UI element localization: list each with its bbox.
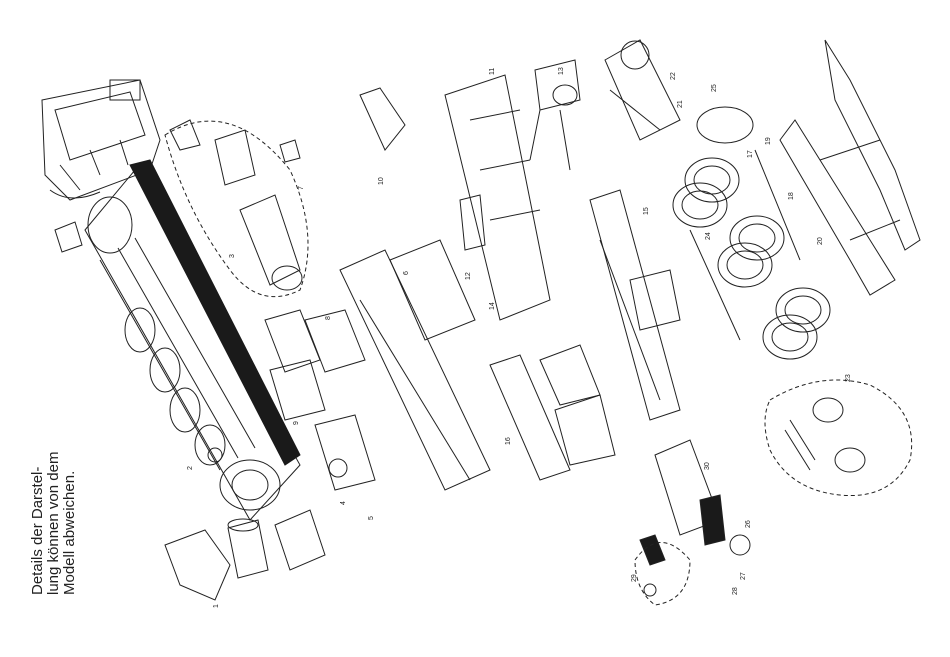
part-label-19: 19: [765, 137, 772, 145]
part-label-21: 21: [677, 100, 684, 108]
part-label-22: 22: [670, 72, 677, 80]
upper-frame-assembly: [360, 75, 550, 320]
running-board: [130, 160, 300, 465]
part-label-13: 13: [558, 67, 565, 75]
part-label-17: 17: [747, 150, 754, 158]
part-label-14: 14: [489, 302, 496, 310]
lower-frame-section: [490, 345, 615, 480]
part-label-4: 4: [340, 501, 347, 505]
side-rods: [690, 150, 800, 340]
part-label-8: 8: [325, 316, 332, 320]
part-label-10: 10: [378, 177, 385, 185]
part-label-15: 15: [643, 207, 650, 215]
part-label-28: 28: [732, 587, 739, 595]
top-truck: [605, 40, 680, 140]
part-label-26: 26: [745, 520, 752, 528]
part-label-9: 9: [293, 421, 300, 425]
part-label-16: 16: [505, 437, 512, 445]
gearbox-weights: [265, 310, 375, 490]
part-label-2: 2: [187, 466, 194, 470]
traction-ring: [697, 107, 753, 143]
part-label-25: 25: [711, 84, 718, 92]
part-label-6: 6: [403, 271, 410, 275]
light-unit: [530, 60, 580, 170]
part-label-12: 12: [465, 272, 472, 280]
driving-wheels: [673, 158, 830, 359]
part-label-27: 27: [740, 572, 747, 580]
coupler-group: [635, 543, 690, 606]
small-gear: [730, 535, 750, 555]
part-label-29: 29: [631, 574, 638, 582]
part-label-30: 30: [704, 462, 711, 470]
valve-gear: [780, 40, 920, 295]
part-label-20: 20: [817, 237, 824, 245]
part-label-3: 3: [229, 254, 236, 258]
chassis-center: [590, 190, 680, 420]
trailing-truck-group: [765, 380, 912, 496]
pilot-plate: [165, 530, 230, 600]
small-plate: [55, 222, 82, 252]
part-label-24: 24: [705, 232, 712, 240]
front-frame-part: [275, 510, 325, 570]
cylinder-weight: [228, 519, 268, 578]
tender-frame: [640, 440, 725, 565]
part-label-23: 23: [845, 374, 852, 382]
part-label-1: 1: [213, 604, 220, 608]
part-label-7: 7: [298, 186, 305, 190]
part-label-18: 18: [788, 192, 795, 200]
part-label-5: 5: [368, 516, 375, 520]
part-label-11: 11: [489, 68, 496, 75]
